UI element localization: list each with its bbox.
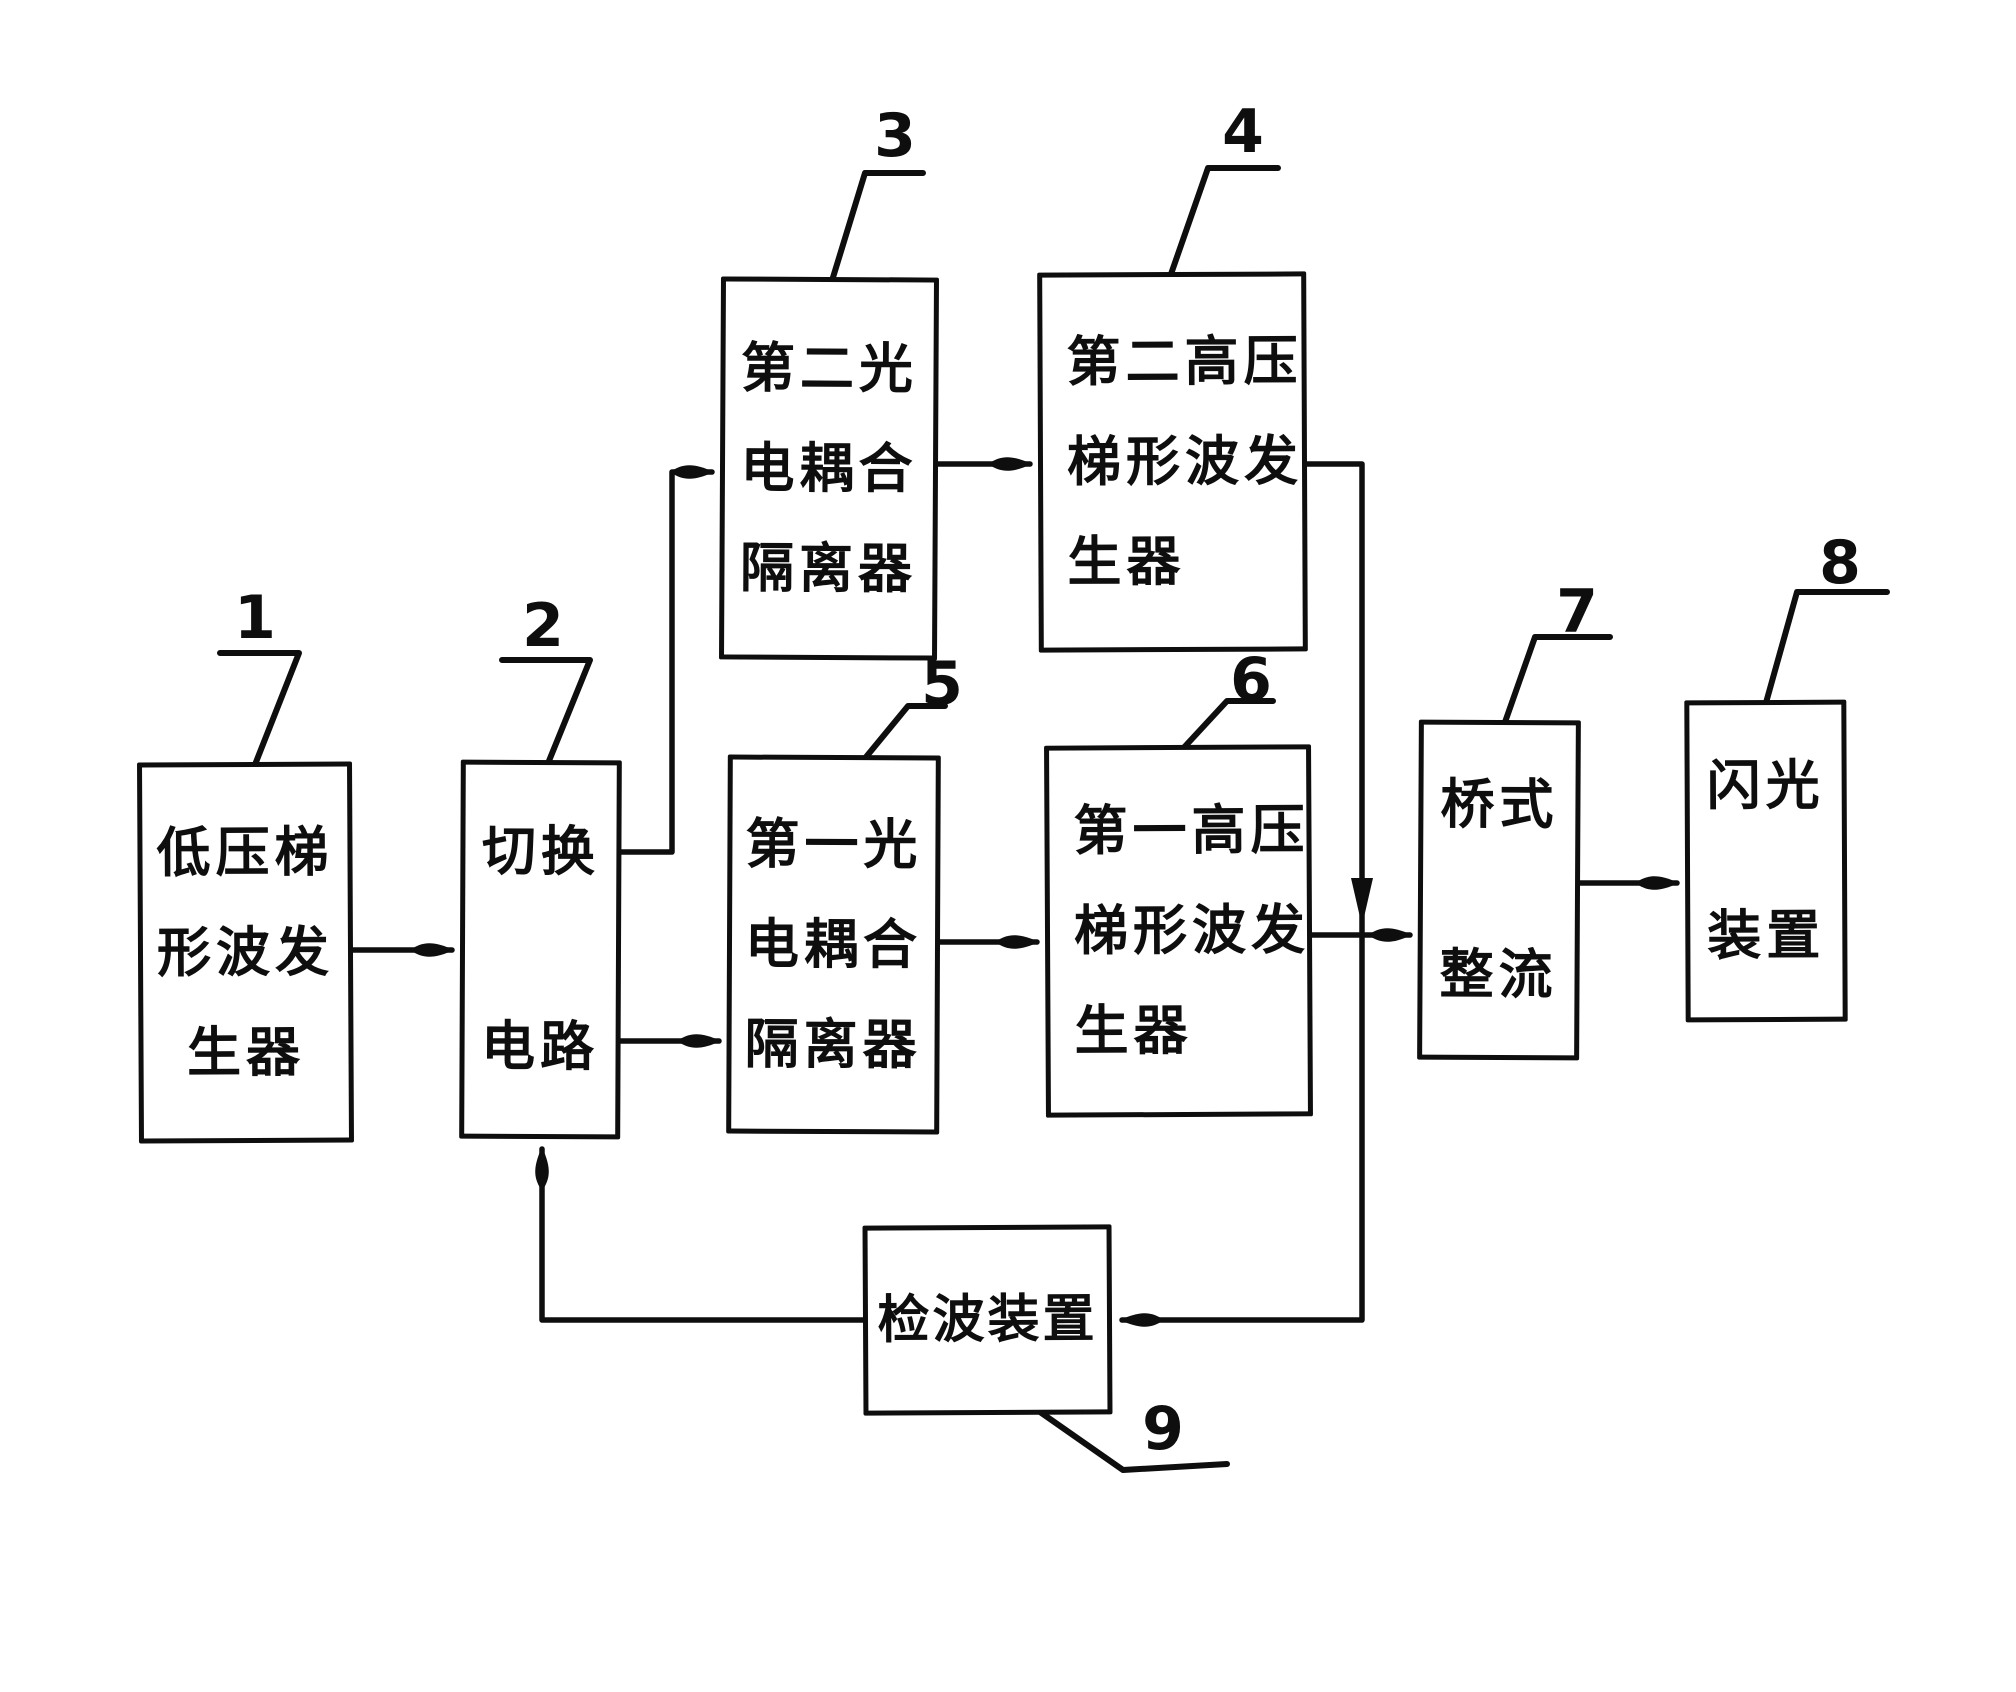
ref-label-6: 6 xyxy=(1230,645,1272,715)
block-text-line: 装置 xyxy=(1707,903,1826,968)
block-text-line: 闪光 xyxy=(1706,753,1825,818)
block-text-line: 整流 xyxy=(1439,942,1558,1007)
arrow-9-to-2 xyxy=(535,1146,866,1323)
arrow-2-to-3 xyxy=(617,465,715,855)
block-text-line: 电耦合 xyxy=(744,912,923,976)
block-text-line: 切换 xyxy=(481,819,601,884)
ref-label-5: 5 xyxy=(921,649,963,719)
leader-line-2 xyxy=(499,657,593,786)
block-1-low-voltage-trapezoid-wave-generator: 低压梯 形波发 生器 xyxy=(137,761,354,1144)
block-9-wave-detection-device: 检波装置 xyxy=(862,1224,1113,1416)
leader-line-8 xyxy=(1759,589,1890,720)
ref-label-7: 7 xyxy=(1556,577,1598,647)
block-text-line: 第一光 xyxy=(745,812,923,876)
block-text-line: 电路 xyxy=(480,1014,600,1079)
ref-label-2: 2 xyxy=(522,591,564,661)
ref-label-8: 8 xyxy=(1819,528,1861,598)
block-6-first-high-voltage-trapezoid-wave-generator: 第一高压 梯形波发 生器 xyxy=(1044,744,1313,1118)
block-7-bridge-rectifier: 桥式 整流 xyxy=(1417,719,1581,1061)
block-text-line: 隔离器 xyxy=(744,1012,922,1076)
block-text-line: 桥式 xyxy=(1440,772,1559,837)
block-text-line: 梯形波发 xyxy=(1073,898,1311,963)
block-2-switching-circuit: 切换 电路 xyxy=(459,759,622,1140)
block-text-line: 第一高压 xyxy=(1073,798,1310,863)
block-text-line: 生器 xyxy=(1067,529,1186,594)
leader-line-7 xyxy=(1495,634,1613,745)
block-text-line: 形波发 xyxy=(156,920,335,984)
leader-line-1 xyxy=(217,650,302,793)
down-arrowhead-on-junction xyxy=(1351,878,1373,926)
ref-label-1: 1 xyxy=(234,583,276,653)
block-5-first-photocoupler-isolator: 第一光 电耦合 隔离器 xyxy=(726,754,941,1135)
block-text-line: 检波装置 xyxy=(877,1289,1098,1351)
block-text-line: 生器 xyxy=(1074,998,1193,1063)
leader-line-4 xyxy=(1160,165,1281,300)
block-text-line: 梯形波发 xyxy=(1066,429,1304,494)
block-3-second-photocoupler-isolator: 第二光 电耦合 隔离器 xyxy=(718,276,940,661)
ref-label-9: 9 xyxy=(1142,1394,1184,1464)
block-text-line: 生器 xyxy=(186,1020,306,1084)
block-text-line: 第二高压 xyxy=(1066,329,1303,394)
block-4-second-high-voltage-trapezoid-wave-generator: 第二高压 梯形波发 生器 xyxy=(1037,271,1308,653)
block-text-line: 低压梯 xyxy=(156,820,334,884)
ref-label-3: 3 xyxy=(874,101,916,171)
ref-label-4: 4 xyxy=(1222,97,1264,167)
block-text-line: 第二光 xyxy=(740,336,919,400)
leader-line-3 xyxy=(824,170,926,300)
block-8-flash-device: 闪光 装置 xyxy=(1684,699,1848,1023)
block-text-line: 电耦合 xyxy=(740,436,918,500)
block-text-line: 隔离器 xyxy=(739,536,918,600)
